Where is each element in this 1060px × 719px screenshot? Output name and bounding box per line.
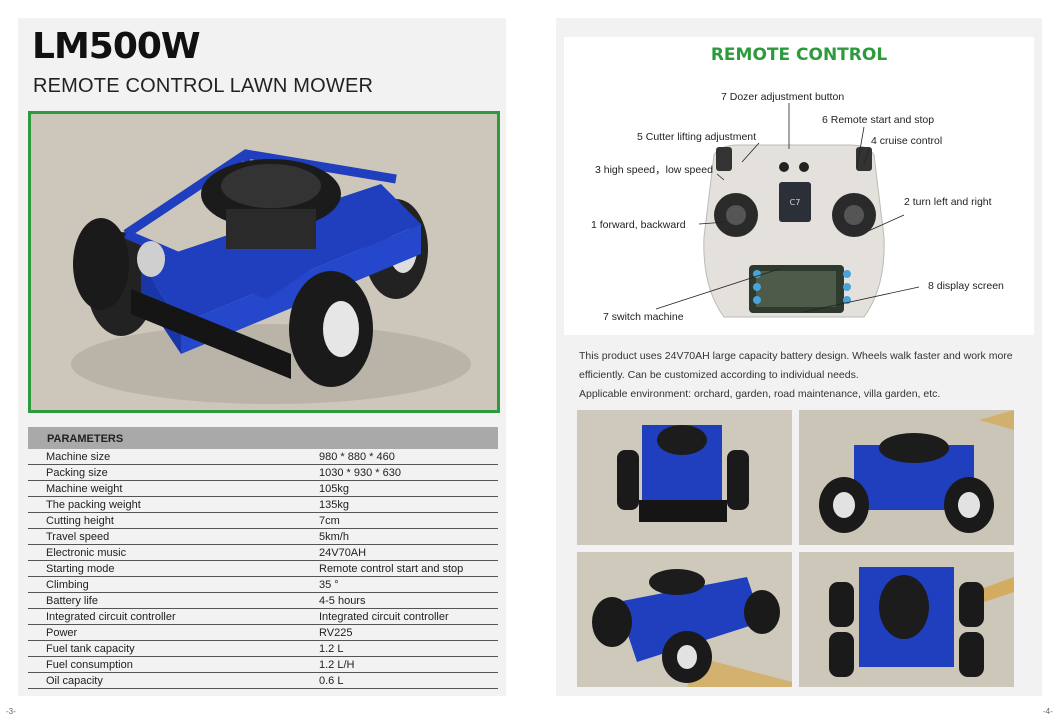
annotation-2-turn: 2 turn left and right bbox=[904, 196, 992, 208]
left-page: LM500W REMOTE CONTROL LAWN MOWER bbox=[18, 18, 506, 696]
param-value: Remote control start and stop bbox=[319, 563, 464, 575]
table-row: Packing size 1030 * 930 * 630 bbox=[28, 465, 498, 481]
param-label: Battery life bbox=[46, 595, 98, 607]
annotation-1-forward: 1 forward, backward bbox=[591, 219, 686, 231]
page-number-left: -3- bbox=[6, 707, 16, 716]
param-value: 980 * 880 * 460 bbox=[319, 451, 395, 463]
table-row: Battery life 4-5 hours bbox=[28, 593, 498, 609]
param-value: 1.2 L bbox=[319, 643, 344, 655]
description-line-1: This product uses 24V70AH large capacity… bbox=[579, 350, 1013, 381]
table-row: Electronic music 24V70AH bbox=[28, 545, 498, 561]
description-line-2: Applicable environment: orchard, garden,… bbox=[579, 388, 941, 400]
remote-control-title: REMOTE CONTROL bbox=[710, 45, 888, 65]
annotation-8-display: 8 display screen bbox=[928, 280, 1004, 292]
annotation-7-switch: 7 switch machine bbox=[603, 311, 684, 323]
annotation-5-cutter-lifting: 5 Cutter lifting adjustment bbox=[637, 131, 757, 143]
table-row: Machine size 980 * 880 * 460 bbox=[28, 449, 498, 465]
table-row: Integrated circuit controller Integrated … bbox=[28, 609, 498, 625]
mower-photo-top bbox=[799, 552, 1014, 687]
table-row: Power RV225 bbox=[28, 625, 498, 641]
param-value: 0.6 L bbox=[319, 675, 344, 687]
table-row: Starting mode Remote control start and st… bbox=[28, 561, 498, 577]
annotation-7-dozer: 7 Dozer adjustment button bbox=[721, 91, 845, 103]
param-label: Starting mode bbox=[46, 563, 115, 575]
param-value: 7cm bbox=[319, 515, 340, 527]
param-label: Fuel tank capacity bbox=[46, 643, 135, 655]
param-value: 35 ° bbox=[319, 579, 339, 591]
table-row: Travel speed 5km/h bbox=[28, 529, 498, 545]
param-value: 24V70AH bbox=[319, 547, 367, 559]
param-label: Machine size bbox=[46, 451, 111, 463]
product-description: This product uses 24V70AH large capacity… bbox=[579, 347, 1029, 404]
param-label: Integrated circuit controller bbox=[46, 611, 176, 623]
remote-control-diagram: REMOTE CONTROL C7 bbox=[564, 37, 1034, 335]
param-label: Fuel consumption bbox=[46, 659, 133, 671]
mower-photo-front bbox=[577, 410, 792, 545]
table-row: Climbing 35 ° bbox=[28, 577, 498, 593]
param-label: Power bbox=[46, 627, 78, 639]
table-row: Oil capacity 0.6 L bbox=[28, 673, 498, 689]
table-row: Fuel consumption 1.2 L/H bbox=[28, 657, 498, 673]
param-value: 135kg bbox=[319, 499, 349, 511]
param-value: 4-5 hours bbox=[319, 595, 366, 607]
table-row: Fuel tank capacity 1.2 L bbox=[28, 641, 498, 657]
param-value: Integrated circuit controller bbox=[319, 611, 449, 623]
remote-screen-label: C7 bbox=[790, 198, 801, 207]
param-label: Machine weight bbox=[46, 483, 123, 495]
mower-photo-side bbox=[799, 410, 1014, 545]
param-label: Cutting height bbox=[46, 515, 114, 527]
hero-mower-photo bbox=[28, 111, 500, 413]
param-value: RV225 bbox=[319, 627, 353, 639]
model-name: LM500W bbox=[32, 26, 201, 67]
param-value: 105kg bbox=[319, 483, 349, 495]
annotation-6-start-stop: 6 Remote start and stop bbox=[822, 114, 935, 126]
param-label: Travel speed bbox=[46, 531, 110, 543]
annotation-3-speed: 3 high speed，low speed bbox=[595, 164, 713, 176]
param-label: Electronic music bbox=[46, 547, 127, 559]
page-number-right: -4- bbox=[1043, 707, 1053, 716]
param-value: 1.2 L/H bbox=[319, 659, 355, 671]
product-subtitle: REMOTE CONTROL LAWN MOWER bbox=[33, 75, 374, 97]
param-label: Oil capacity bbox=[46, 675, 103, 687]
param-value: 1030 * 930 * 630 bbox=[319, 467, 401, 479]
right-page: REMOTE CONTROL C7 bbox=[556, 18, 1042, 696]
param-label: The packing weight bbox=[46, 499, 141, 511]
annotation-4-cruise: 4 cruise control bbox=[871, 135, 943, 147]
parameters-header: PARAMETERS bbox=[28, 427, 498, 449]
mower-photo-rear bbox=[577, 552, 792, 687]
table-row: Machine weight 105kg bbox=[28, 481, 498, 497]
param-value: 5km/h bbox=[319, 531, 349, 543]
table-row: The packing weight 135kg bbox=[28, 497, 498, 513]
param-label: Packing size bbox=[46, 467, 108, 479]
table-row: Cutting height 7cm bbox=[28, 513, 498, 529]
remote-controller-illustration: C7 bbox=[655, 103, 920, 318]
param-label: Climbing bbox=[46, 579, 89, 591]
